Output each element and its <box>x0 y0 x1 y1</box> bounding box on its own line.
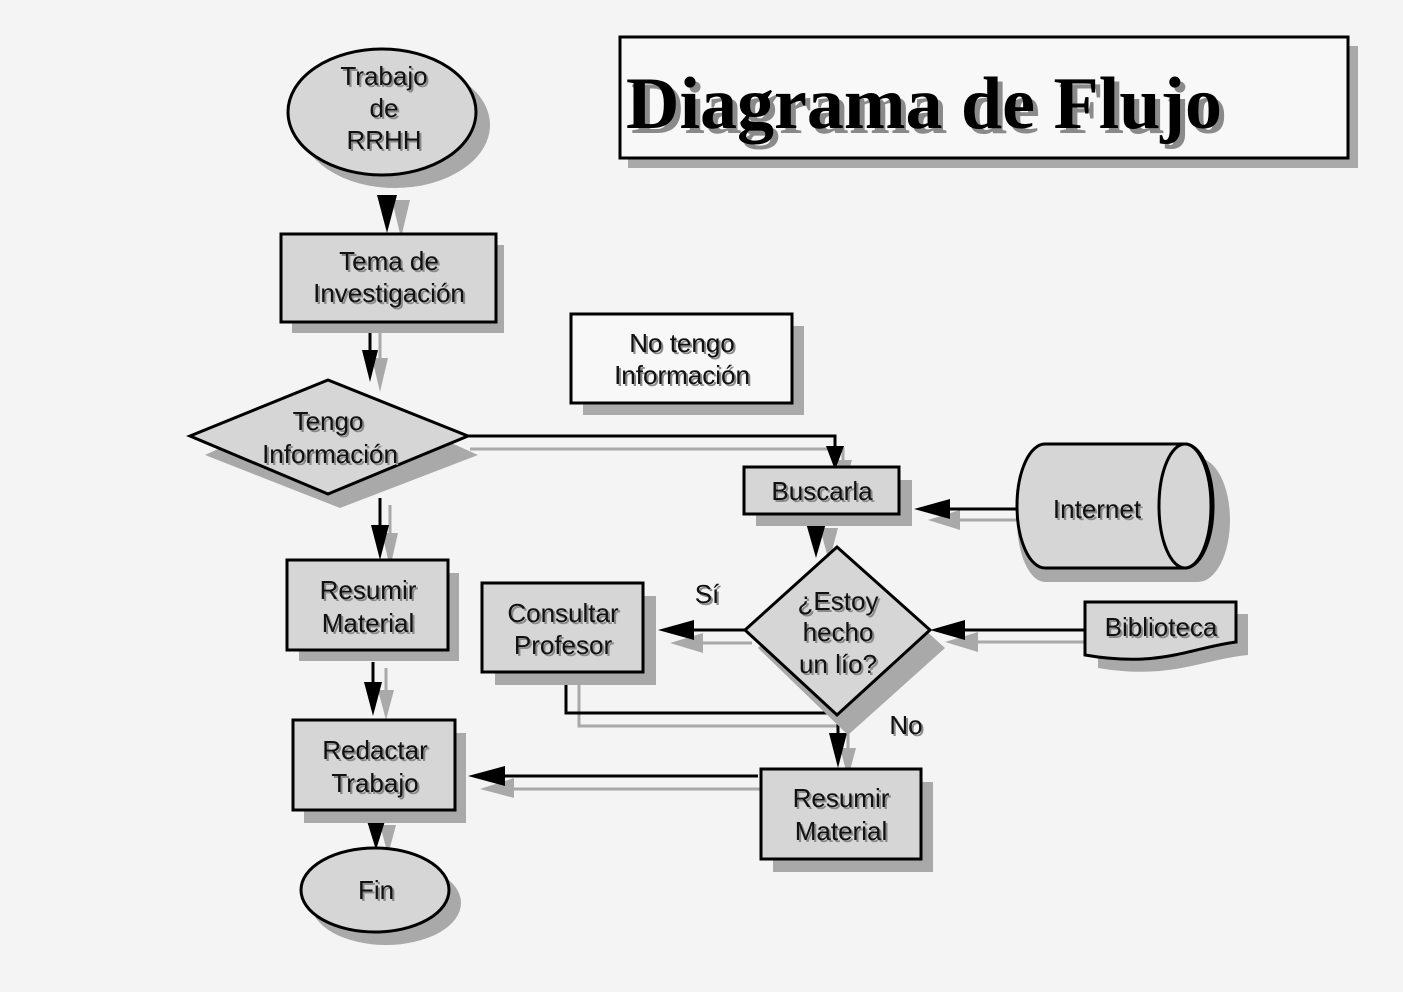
node-buscarla: Buscarla Buscarla <box>742 465 912 526</box>
node-label: No tengo <box>629 328 735 358</box>
label-shadow: Información <box>264 441 400 471</box>
label-shadow: un lío? <box>801 651 879 681</box>
node-label: Trabajo <box>331 768 418 798</box>
edge-label-si: Sí <box>695 579 720 609</box>
edge-label-no: No <box>889 710 922 740</box>
edge-biblioteca-estoy <box>930 620 1100 652</box>
node-label: ¿Estoy <box>798 586 879 616</box>
title-box: Diagrama de Flujo Diagrama de Flujo <box>618 35 1358 168</box>
edge-resumir-right-redactar <box>468 766 760 798</box>
node-consultar-profesor: Consultar Consultar Profesor Profesor <box>480 581 656 685</box>
label-shadow: Buscarla <box>773 478 875 508</box>
node-estoy-hecho-un-lio: ¿Estoy ¿Estoy hecho hecho un lío? un lío… <box>742 544 945 735</box>
node-resumir-material-left: Resumir Resumir Material Material <box>285 558 459 661</box>
label-shadow: Fin <box>360 877 396 907</box>
label-shadow: Sí <box>697 581 722 611</box>
label-shadow: Internet <box>1055 496 1144 526</box>
label-shadow: Biblioteca <box>1107 614 1220 644</box>
label-shadow: ¿Estoy <box>800 588 881 618</box>
node-label: hecho <box>803 617 874 647</box>
node-label: Material <box>795 816 887 846</box>
node-label: Trabajo <box>340 61 427 91</box>
diagram-title: Diagrama de Flujo <box>626 63 1222 145</box>
node-tema-de-investigacion: Tema de Tema de Investigación Investigac… <box>279 232 504 333</box>
edge-estoy-consultar <box>658 620 752 653</box>
node-label: de <box>370 93 399 123</box>
label-shadow: Investigación <box>315 280 467 310</box>
label-shadow: Trabajo <box>333 770 420 800</box>
label-shadow: Tema de <box>341 248 441 278</box>
node-label: Biblioteca <box>1105 612 1218 642</box>
label-shadow: No tengo <box>631 330 737 360</box>
node-label: Fin <box>358 875 394 905</box>
node-no-tengo-informacion: No tengo No tengo Información Informació… <box>569 312 804 415</box>
label-shadow: de <box>372 95 401 125</box>
edge-buscarla-estoy <box>806 523 838 562</box>
node-internet: Internet Internet <box>1015 442 1230 582</box>
edge-resumir-left-redactar <box>364 662 394 720</box>
edge-internet-buscarla <box>914 499 1018 530</box>
edge-redactar-fin <box>367 821 396 855</box>
node-label: Información <box>262 439 398 469</box>
label-shadow: Profesor <box>516 632 615 662</box>
node-label: Información <box>614 360 750 390</box>
node-label: Resumir <box>793 783 890 813</box>
label-shadow: hecho <box>805 619 876 649</box>
label-shadow: Resumir <box>322 577 419 607</box>
label-shadow: Consultar <box>509 600 621 630</box>
edge-start-tema <box>377 195 410 238</box>
edge-estoy-resumir-right <box>829 715 856 778</box>
label-shadow: Material <box>797 818 889 848</box>
node-label: Consultar <box>507 598 619 628</box>
label-shadow: RRHH <box>348 127 423 157</box>
node-fin: Fin Fin <box>299 846 461 945</box>
node-redactar-trabajo: Redactar Redactar Trabajo Trabajo <box>291 718 466 823</box>
label-shadow: Material <box>324 610 416 640</box>
edges <box>362 195 1100 855</box>
label-shadow: Tengo <box>295 408 366 438</box>
node-label: un lío? <box>799 649 877 679</box>
title-shadow: Diagrama de Flujo <box>631 68 1227 150</box>
node-label: Investigación <box>313 278 465 308</box>
edge-consultar-loop <box>564 672 838 728</box>
label-shadow: No <box>891 712 924 742</box>
edge-tema-tengo <box>362 325 388 392</box>
node-start: Trabajo Trabajo de de RRHH RRHH <box>286 47 490 188</box>
node-tengo-informacion: Tengo Tengo Información Información <box>186 378 478 508</box>
node-label: Material <box>322 608 414 638</box>
edge-tengo-resumir-left <box>371 498 398 568</box>
label-shadow: Redactar <box>324 737 430 767</box>
node-label: Tema de <box>339 246 439 276</box>
label-shadow: Información <box>616 362 752 392</box>
node-label: Resumir <box>320 575 417 605</box>
node-label: Redactar <box>322 735 428 765</box>
node-label: Tengo <box>293 406 364 436</box>
node-biblioteca: Biblioteca Biblioteca <box>1083 600 1248 672</box>
node-label: Internet <box>1053 494 1142 524</box>
node-label: RRHH <box>346 125 421 155</box>
node-resumir-material-right: Resumir Resumir Material Material <box>759 767 933 872</box>
label-shadow: Resumir <box>795 785 892 815</box>
label-shadow: Trabajo <box>342 63 429 93</box>
node-label: Buscarla <box>771 476 873 506</box>
node-label: Profesor <box>514 630 613 660</box>
